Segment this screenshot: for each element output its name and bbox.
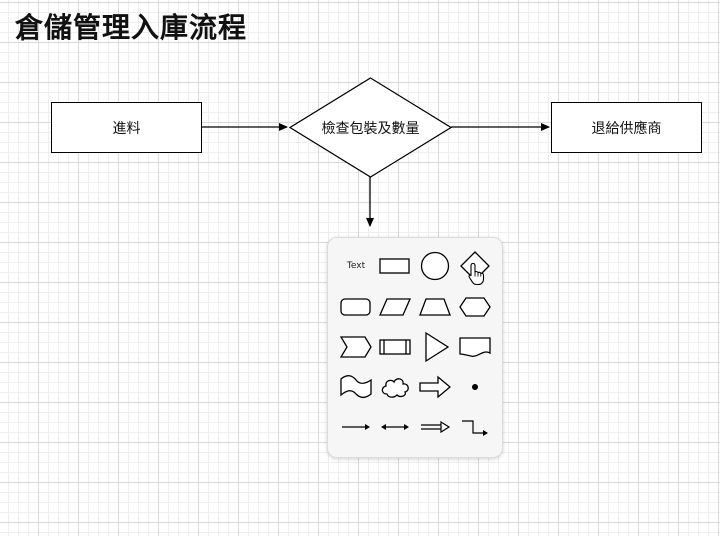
step-tool[interactable] xyxy=(337,330,375,364)
trapezoid-icon xyxy=(419,298,451,316)
tape-tool[interactable] xyxy=(337,370,375,404)
waypoint-tool[interactable] xyxy=(456,370,494,404)
rounded-rectangle-tool[interactable] xyxy=(337,290,375,324)
node-return-supplier[interactable]: 退給供應商 xyxy=(551,102,702,153)
single-arrow-icon xyxy=(419,375,451,399)
node-incoming-label: 進料 xyxy=(112,120,141,137)
process-icon xyxy=(379,339,411,355)
hexagon-icon xyxy=(459,297,491,317)
double-line-arrow-icon xyxy=(421,420,451,434)
double-headed-arrow-icon xyxy=(381,424,409,430)
dot-icon xyxy=(472,384,478,390)
orthogonal-connector-tool[interactable] xyxy=(456,410,494,444)
single-arrow-tool[interactable] xyxy=(416,370,454,404)
shape-palette: Text xyxy=(327,237,503,458)
diamond-shape xyxy=(289,77,452,178)
elbow-connector-icon xyxy=(462,420,488,436)
trapezoid-tool[interactable] xyxy=(416,290,454,324)
rhombus-tool[interactable] xyxy=(456,249,494,283)
rectangle-icon xyxy=(379,258,410,274)
bidirectional-connector-tool[interactable] xyxy=(376,410,414,444)
process-tool[interactable] xyxy=(376,330,414,364)
parallelogram-tool[interactable] xyxy=(376,290,414,324)
rounded-rectangle-icon xyxy=(340,298,371,316)
circle-icon xyxy=(420,251,450,281)
tape-icon xyxy=(340,375,372,399)
parallelogram-icon xyxy=(379,298,411,316)
line-tool[interactable] xyxy=(337,410,375,444)
rectangle-tool[interactable] xyxy=(376,249,414,283)
node-return-supplier-label: 退給供應商 xyxy=(591,120,662,137)
text-tool[interactable]: Text xyxy=(337,249,375,283)
text-tool-label: Text xyxy=(346,261,366,271)
rhombus-icon xyxy=(460,251,490,281)
triangle-tool[interactable] xyxy=(416,330,454,364)
node-inspect-label: 檢查包裝及數量 xyxy=(321,120,420,137)
hexagon-tool[interactable] xyxy=(456,290,494,324)
arrow-right-icon xyxy=(342,424,370,430)
cloud-tool[interactable] xyxy=(376,370,414,404)
node-inspect[interactable]: 檢查包裝及數量 xyxy=(289,77,452,178)
ellipse-tool[interactable] xyxy=(416,249,454,283)
triangle-icon xyxy=(425,331,450,363)
diagram-title[interactable]: 倉儲管理入庫流程 xyxy=(15,11,248,44)
double-arrow-tool[interactable] xyxy=(416,410,454,444)
step-icon xyxy=(340,336,372,358)
document-tool[interactable] xyxy=(456,330,494,364)
cloud-icon xyxy=(381,378,409,398)
node-incoming[interactable]: 進料 xyxy=(51,102,202,153)
document-icon xyxy=(459,337,491,357)
